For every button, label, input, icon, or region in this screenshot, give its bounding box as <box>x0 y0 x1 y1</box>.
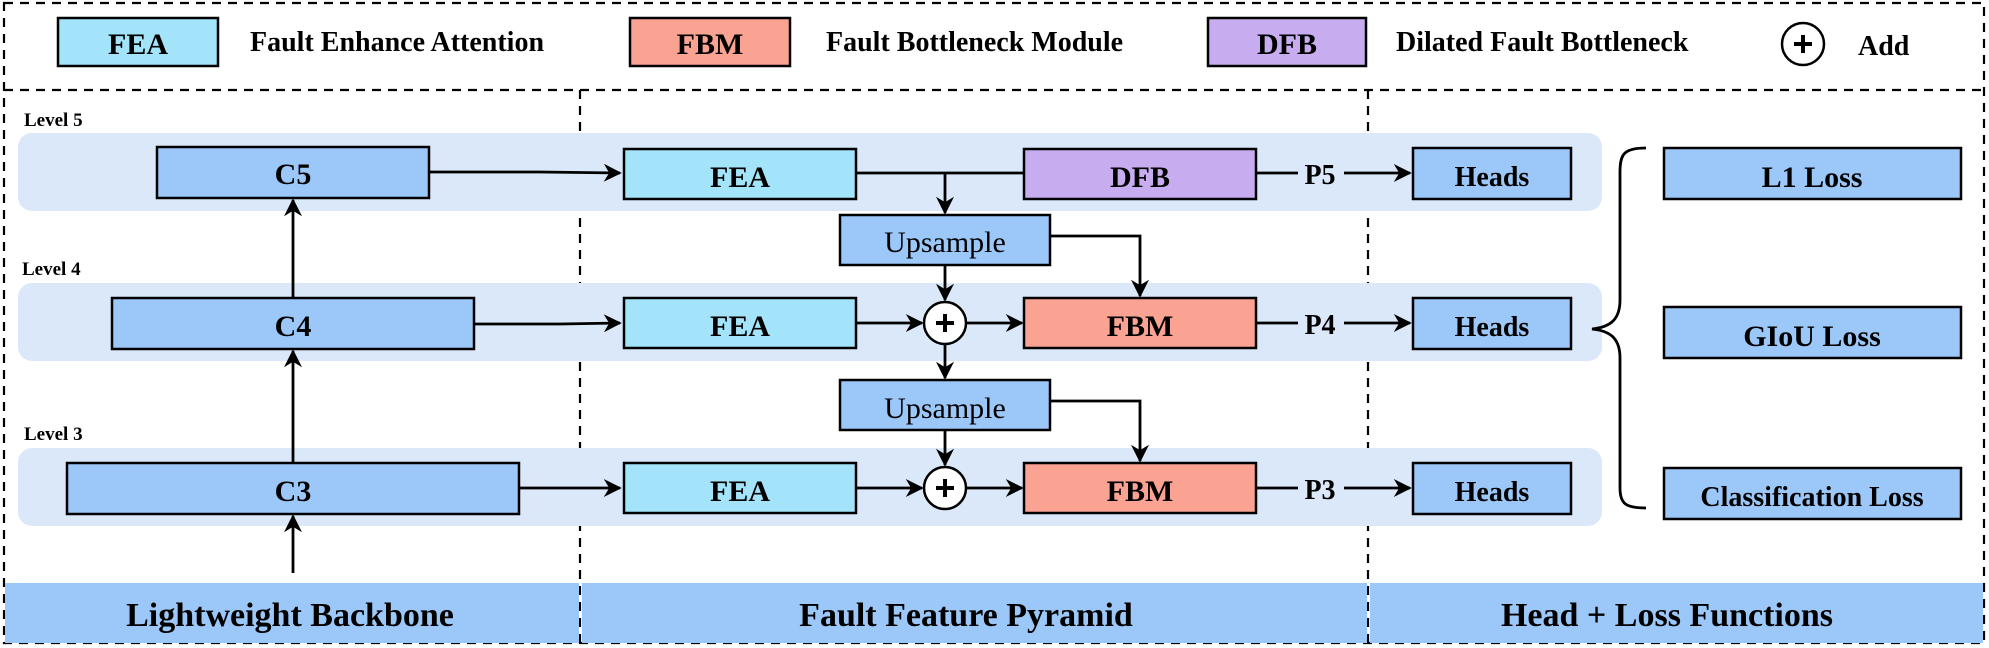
section-bar-pyramid <box>582 583 1367 643</box>
section-bar-head-loss <box>1370 583 1983 643</box>
upsample2-to-fbm3-arrow <box>1050 399 1149 463</box>
backbone-c4 <box>110 296 476 351</box>
heads3-label: Heads <box>1455 477 1530 508</box>
heads5-label: Heads <box>1455 162 1530 193</box>
pyramid-fbm3-label: FBM <box>1107 475 1174 508</box>
level3-label: Level 3 <box>24 424 83 445</box>
upsample1-to-fbm4-arrow <box>1050 234 1149 298</box>
pyramid-upsample2-label: Upsample <box>884 392 1006 425</box>
pyramid-fbm4 <box>1022 296 1258 350</box>
legend-fea-swatch <box>56 16 220 68</box>
section-head-loss-title: Head + Loss Functions <box>1501 597 1833 634</box>
legend-add-label: Add <box>1858 31 1910 62</box>
loss-classification <box>1662 466 1963 521</box>
legend-dfb-abbr: DFB <box>1257 28 1317 61</box>
backbone-c4-label: C4 <box>275 310 312 343</box>
legend-fbm-full: Fault Bottleneck Module <box>826 27 1123 58</box>
p4-label: P4 <box>1304 310 1335 341</box>
pyramid-fea5-label: FEA <box>710 161 770 194</box>
loss-giou <box>1662 305 1963 360</box>
c4-to-fea-arrow <box>474 314 622 333</box>
heads4 <box>1411 296 1573 351</box>
loss-brace <box>1591 146 1647 510</box>
heads4-label: Heads <box>1455 312 1530 343</box>
pyramid-fea4 <box>622 296 858 350</box>
pyramid-upsample1-label: Upsample <box>884 226 1006 259</box>
legend-add-icon <box>1780 21 1826 67</box>
p3-label: P3 <box>1304 475 1335 506</box>
legend-fea-abbr: FEA <box>108 28 168 61</box>
level5-label: Level 5 <box>24 110 83 131</box>
pyramid-upsample1 <box>838 213 1052 267</box>
loss-l1 <box>1662 146 1963 201</box>
pyramid-fbm4-label: FBM <box>1107 310 1174 343</box>
heads5 <box>1411 146 1573 201</box>
pyramid-fbm3 <box>1022 461 1258 515</box>
loss-classification-label: Classification Loss <box>1700 482 1923 513</box>
legend: FEA Fault Enhance Attention FBM Fault Bo… <box>56 16 1910 68</box>
pyramid-dfb-label: DFB <box>1110 161 1170 194</box>
c5-to-fea-arrow <box>429 163 622 182</box>
level4-label: Level 4 <box>22 259 81 280</box>
backbone-c5 <box>155 145 431 200</box>
add-node-level3 <box>922 465 968 511</box>
loss-giou-label: GIoU Loss <box>1743 320 1881 353</box>
legend-fbm-swatch <box>628 16 792 68</box>
heads3 <box>1411 461 1573 516</box>
legend-fbm-abbr: FBM <box>677 28 744 61</box>
backbone-c3-label: C3 <box>275 475 312 508</box>
pyramid-fea4-label: FEA <box>710 310 770 343</box>
p5-label: P5 <box>1304 160 1335 191</box>
add-node-level4 <box>922 300 968 346</box>
backbone-c5-label: C5 <box>275 158 312 191</box>
pyramid-fea3-label: FEA <box>710 475 770 508</box>
legend-dfb-full: Dilated Fault Bottleneck <box>1396 27 1689 58</box>
legend-dfb-swatch <box>1206 16 1368 68</box>
pyramid-upsample2 <box>838 378 1052 432</box>
loss-l1-label: L1 Loss <box>1762 161 1863 194</box>
section-bar-backbone <box>5 583 579 643</box>
section-pyramid-title: Fault Feature Pyramid <box>799 597 1133 634</box>
legend-fea-full: Fault Enhance Attention <box>250 27 544 58</box>
section-backbone-title: Lightweight Backbone <box>126 597 454 634</box>
